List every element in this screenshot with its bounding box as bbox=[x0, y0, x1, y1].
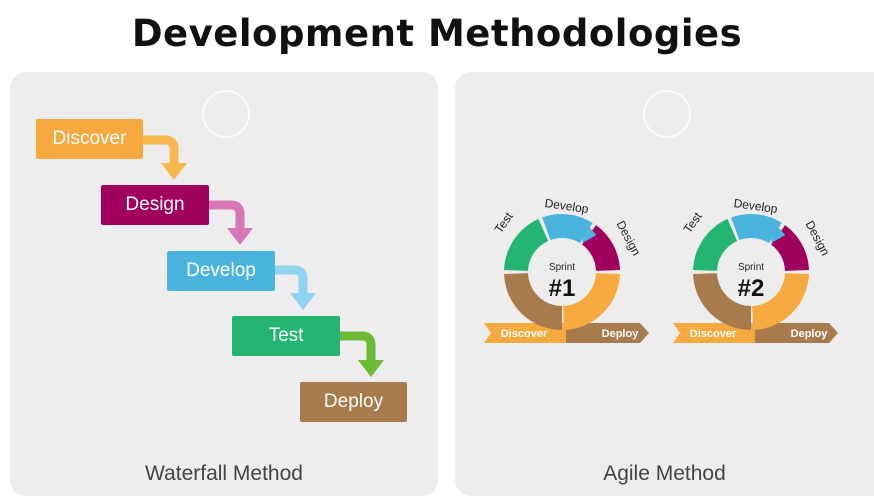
watermark-logo-icon bbox=[202, 90, 250, 138]
step-design: Design bbox=[101, 185, 209, 225]
waterfall-arrowhead-1 bbox=[161, 163, 187, 180]
sprint-2-ring-test bbox=[693, 219, 738, 271]
sprint-2-develop-label: Develop bbox=[733, 196, 779, 216]
page-title: Development Methodologies bbox=[131, 12, 743, 55]
sprint-2-deploy-band bbox=[755, 323, 838, 343]
sprint-1-number: #1 bbox=[549, 275, 576, 302]
waterfall-arrows bbox=[143, 135, 384, 377]
waterfall-panel: Discover Design Develop Test Deploy Wate… bbox=[10, 72, 438, 496]
sprint-1-develop-label: Develop bbox=[544, 196, 590, 216]
sprint-2-ring-deploy bbox=[752, 273, 809, 330]
sprint-1-ring-test bbox=[504, 219, 549, 271]
sprint-2-design-label: Design bbox=[803, 218, 833, 258]
waterfall-caption: Waterfall Method bbox=[145, 462, 303, 485]
sprint-1-ring-discover bbox=[504, 273, 562, 330]
sprint-1-discover-label: Discover bbox=[501, 328, 548, 340]
agile-caption: Agile Method bbox=[603, 462, 726, 485]
sprint-2-deploy-label: Deploy bbox=[791, 328, 829, 340]
waterfall-arrowhead-2 bbox=[227, 228, 253, 245]
waterfall-arrowhead-4 bbox=[358, 360, 384, 377]
sprint-2-discover-label: Discover bbox=[690, 328, 737, 340]
waterfall-arrow-2 bbox=[209, 200, 245, 230]
step-test: Test bbox=[232, 316, 340, 356]
sprint-2-number: #2 bbox=[738, 275, 765, 302]
sprint-1-ring-develop bbox=[542, 214, 593, 244]
sprint-2-test-label: Test bbox=[681, 209, 705, 236]
waterfall-arrow-3 bbox=[275, 265, 308, 295]
step-develop: Develop bbox=[167, 251, 275, 291]
sprint-1-label: Sprint bbox=[549, 262, 575, 273]
sprint-2-arrowhead-develop-icon bbox=[771, 221, 786, 243]
sprint-2-discover-band bbox=[673, 323, 755, 343]
watermark-logo-icon bbox=[643, 90, 691, 138]
sprint-2-ring-develop bbox=[731, 214, 782, 244]
step-deploy: Deploy bbox=[300, 382, 407, 422]
sprint-1-discover-band bbox=[484, 323, 566, 343]
waterfall-arrowhead-3 bbox=[290, 293, 316, 310]
sprint-2-ring-discover bbox=[693, 273, 751, 330]
waterfall-arrow-4 bbox=[340, 331, 376, 362]
sprint-1-deploy-label: Deploy bbox=[602, 328, 640, 340]
sprint-2-label: Sprint bbox=[738, 262, 764, 273]
sprint-1-test-label: Test bbox=[492, 209, 516, 236]
waterfall-arrow-1 bbox=[143, 135, 179, 165]
sprint-1-ring-deploy bbox=[563, 273, 620, 330]
sprint-1-deploy-band bbox=[566, 323, 649, 343]
step-discover: Discover bbox=[36, 119, 143, 159]
sprint-1-design-label: Design bbox=[614, 218, 644, 258]
sprint-1-arrowhead-develop-icon bbox=[582, 221, 597, 243]
